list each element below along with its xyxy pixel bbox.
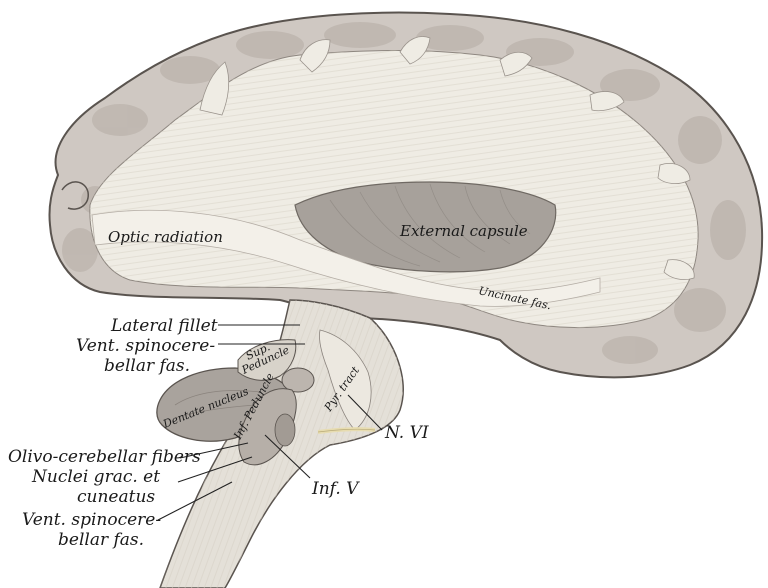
label-vent-spinocerebellar-2a: Vent. spinocere- [22,510,161,530]
label-nuclei-grac-1: Nuclei grac. et [31,467,160,487]
olive-bulge [274,413,296,447]
leader-lines [157,324,383,521]
label-vent-spinocerebellar-1a: Vent. spinocere- [76,336,215,356]
label-optic-radiation: Optic radiation [108,228,223,246]
occipital-curl [61,181,89,210]
label-inf-v: Inf. V [311,479,360,499]
label-external-capsule: External capsule [399,222,528,240]
label-vent-spinocerebellar-1b: bellar fas. [104,356,190,376]
white-matter-gyral-cores [199,36,695,280]
label-nuclei-grac-2: cuneatus [77,487,155,507]
label-n-vi: N. VI [384,423,429,443]
label-olivo-cerebellar-fibers: Olivo-cerebellar fibers [8,447,201,467]
capsule-striations [329,183,531,267]
peduncle-knob [281,367,315,393]
optic-radiation-band [91,209,601,307]
label-lateral-fillet: Lateral fillet [110,316,218,336]
label-vent-spinocerebellar-2b: bellar fas. [58,530,144,550]
